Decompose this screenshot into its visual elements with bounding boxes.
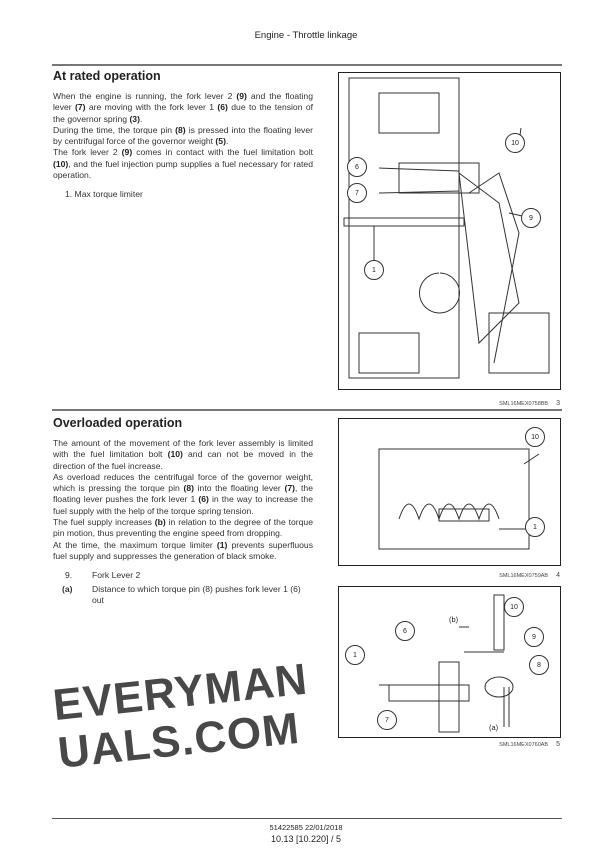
overloaded-operation-text: The amount of the movement of the fork l… [53,438,313,562]
paragraph: As overload reduces the centrifugal forc… [53,471,313,516]
legend-text: Distance to which torque pin (8) pushes … [92,583,301,605]
callout-8: 8 [529,655,549,675]
legend-key: 9. [65,570,73,581]
paragraph: The amount of the movement of the fork l… [53,438,314,471]
rated-operation-text: When the engine is running, the fork lev… [53,91,313,181]
figure-legend: 9. Fork Lever 2 (a) Distance to which to… [53,570,313,606]
figure-overload-spring: 10 1 [338,418,561,566]
paragraph: During the time, the torque pin (8) is p… [53,124,313,147]
callout-6: 6 [395,621,415,641]
legend-row: 9. Fork Lever 2 [65,570,313,581]
callout-1: 1 [364,260,384,280]
figure-legend: 1. Max torque limiter [53,189,313,200]
page-header: Engine - Throttle linkage [254,30,358,41]
callout-10: 10 [505,133,525,153]
callout-10: 10 [525,427,545,447]
list-item-max-torque: 1. Max torque limiter [65,189,143,200]
figure-rated-operation: 10 6 7 9 1 [338,72,561,390]
footer-divider [52,818,562,819]
callout-9: 9 [521,208,541,228]
legend-text: Fork Lever 2 [92,570,141,581]
paragraph: The fork lever 2 (9) comes in contact wi… [53,147,313,181]
callout-7: 7 [347,183,367,203]
callout-7: 7 [377,710,397,730]
callout-1: 1 [525,517,545,537]
paragraph: The fuel supply increases (b) in relatio… [53,517,313,539]
footer-doc-id: 51422585 22/01/2018 [269,823,343,832]
paragraph: At the time, the maximum torque limiter … [53,539,314,561]
figure-torque-pin: 10 6 9 1 8 7 (b) (a) [338,586,561,738]
callout-9: 9 [524,627,544,647]
section-title-overloaded: Overloaded operation [53,416,183,430]
figure-label: (a) [489,723,499,732]
callout-10: 10 [504,597,524,617]
section-divider [52,409,562,411]
callout-6: 6 [347,157,367,177]
figure-label: (b) [449,615,459,624]
callout-1: 1 [345,645,365,665]
section-overloaded-operation: Overloaded operation The amount of the m… [53,416,313,606]
section-divider [52,64,562,66]
watermark: EVERYMANUALS.COM [50,654,311,778]
paragraph: When the engine is running, the fork lev… [53,91,314,124]
section-title-rated: At rated operation [53,69,161,83]
legend-row: (a) Distance to which torque pin (8) pus… [62,583,313,607]
legend-key: (a) [62,583,73,594]
footer-page: 10.13 [10.220] / 5 [270,834,342,844]
section-rated-operation: At rated operation When the engine is ru… [53,69,313,201]
